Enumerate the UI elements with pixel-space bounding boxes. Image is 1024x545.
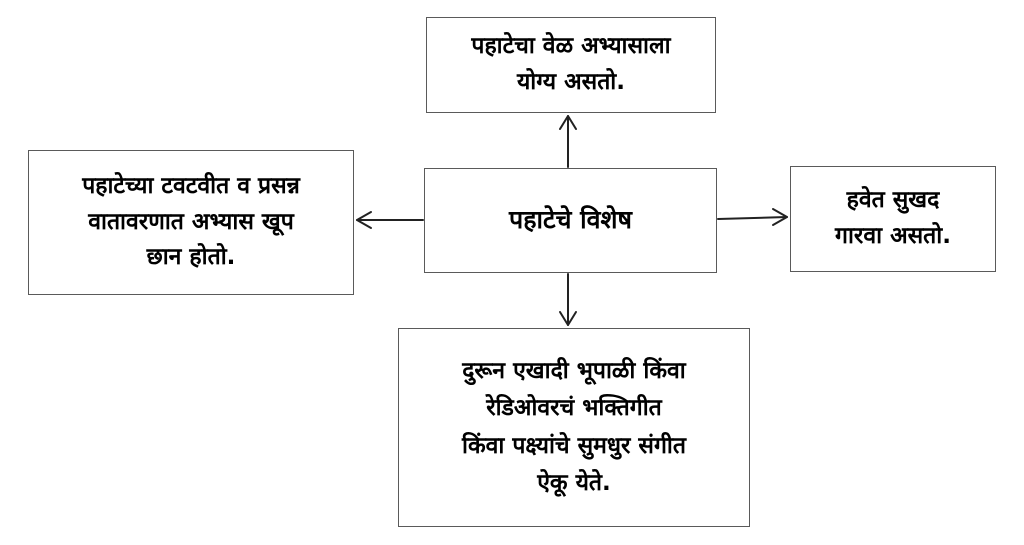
left-box-text: पहाटेच्या टवटवीत व प्रसन्न वातावरणात अभ्… <box>82 173 300 271</box>
arrow-down <box>559 273 577 326</box>
top-box: पहाटेचा वेळ अभ्यासाला योग्य असतो. <box>426 17 716 113</box>
right-box-text: हवेत सुखद गारवा असतो. <box>835 187 951 249</box>
arrow-right <box>717 208 788 226</box>
arrow-up <box>559 115 577 168</box>
bottom-box-text: दुरून एखादी भूपाळी किंवा रेडिओवरचं भक्ति… <box>461 358 686 496</box>
arrow-left <box>356 211 424 229</box>
center-box: पहाटेचे विशेष <box>424 168 717 273</box>
top-box-text: पहाटेचा वेळ अभ्यासाला योग्य असतो. <box>471 33 671 95</box>
right-box: हवेत सुखद गारवा असतो. <box>790 166 996 272</box>
bottom-box: दुरून एखादी भूपाळी किंवा रेडिओवरचं भक्ति… <box>398 328 750 527</box>
center-box-text: पहाटेचे विशेष <box>509 205 632 235</box>
left-box: पहाटेच्या टवटवीत व प्रसन्न वातावरणात अभ्… <box>28 150 354 295</box>
